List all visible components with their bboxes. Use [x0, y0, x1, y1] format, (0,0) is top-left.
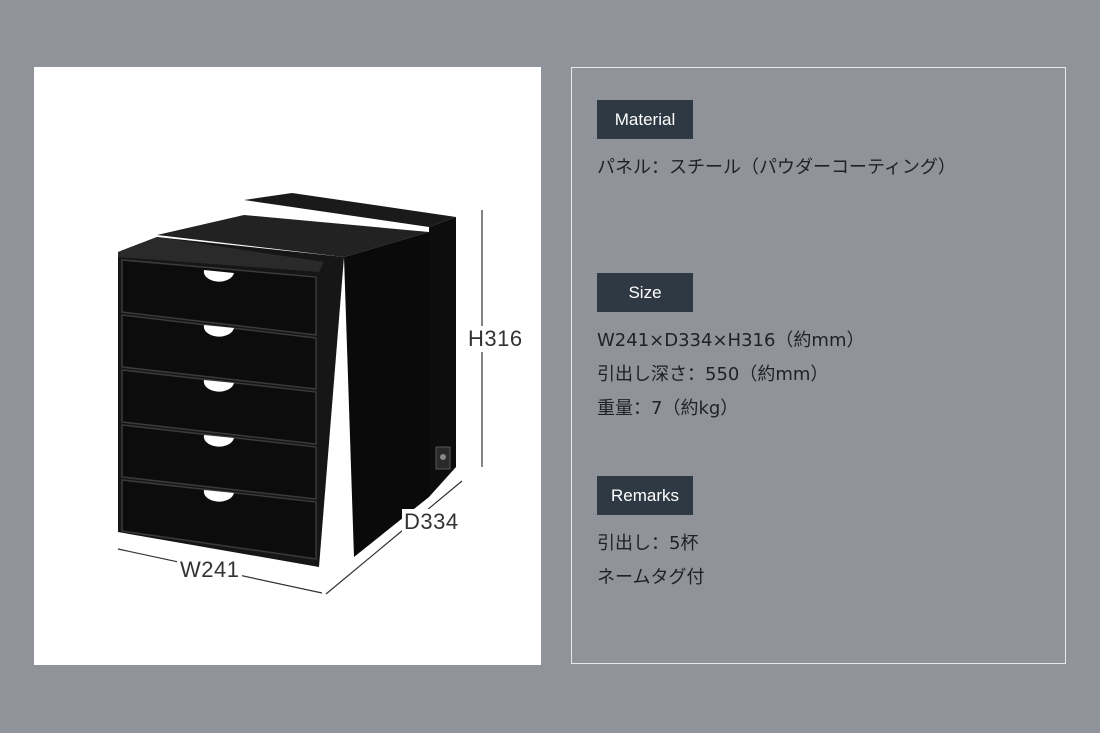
material-body: パネル：スチール（パウダーコーティング） — [597, 151, 956, 185]
remarks-line-nametag: ネームタグ付 — [597, 567, 705, 588]
product-image-panel: H316 D334 W241 — [34, 67, 541, 665]
size-line-dimensions: W241×D334×H316（約mm） — [597, 330, 865, 351]
drawer-3-handle — [203, 380, 234, 392]
remarks-section: Remarks 引出し：5杯 ネームタグ付 — [597, 476, 704, 595]
back-unit-side — [429, 217, 456, 497]
depth-dimension-label: D334 — [402, 509, 461, 535]
drawer-4-handle — [203, 435, 234, 447]
material-line: パネル：スチール（パウダーコーティング） — [597, 157, 956, 178]
drawer-1-handle — [203, 270, 234, 282]
drawer-cabinet-illustration — [117, 193, 483, 595]
remarks-line-drawers: 引出し：5杯 — [597, 533, 699, 554]
cabinet-side — [344, 232, 429, 557]
depth-dimension-line — [325, 480, 463, 595]
drawers — [121, 259, 317, 560]
remarks-header: Remarks — [597, 476, 693, 515]
remarks-body: 引出し：5杯 ネームタグ付 — [597, 527, 704, 595]
drawer-5-handle — [203, 490, 234, 502]
size-section: Size W241×D334×H316（約mm） 引出し深さ：550（約mm） … — [597, 273, 865, 426]
material-section: Material パネル：スチール（パウダーコーティング） — [597, 100, 956, 185]
drawer-2 — [121, 314, 317, 390]
material-header: Material — [597, 100, 693, 139]
cabinet-top — [157, 215, 429, 257]
spec-panel: Material パネル：スチール（パウダーコーティング） Size W241×… — [571, 67, 1066, 664]
height-dimension-label: H316 — [466, 326, 525, 352]
size-line-weight: 重量：7（約kg） — [597, 398, 739, 419]
width-dimension-label: W241 — [177, 557, 243, 583]
back-unit-top — [244, 193, 456, 227]
size-header: Size — [597, 273, 693, 312]
size-line-drawer-depth: 引出し深さ：550（約mm） — [597, 364, 829, 385]
drawer-3 — [121, 369, 317, 445]
drawer-4 — [121, 424, 317, 500]
size-body: W241×D334×H316（約mm） 引出し深さ：550（約mm） 重量：7（… — [597, 324, 865, 426]
drawer-2-handle — [203, 325, 234, 337]
drawer-1 — [121, 259, 317, 336]
drawer-5 — [121, 479, 317, 560]
keyhole-icon — [440, 454, 446, 460]
